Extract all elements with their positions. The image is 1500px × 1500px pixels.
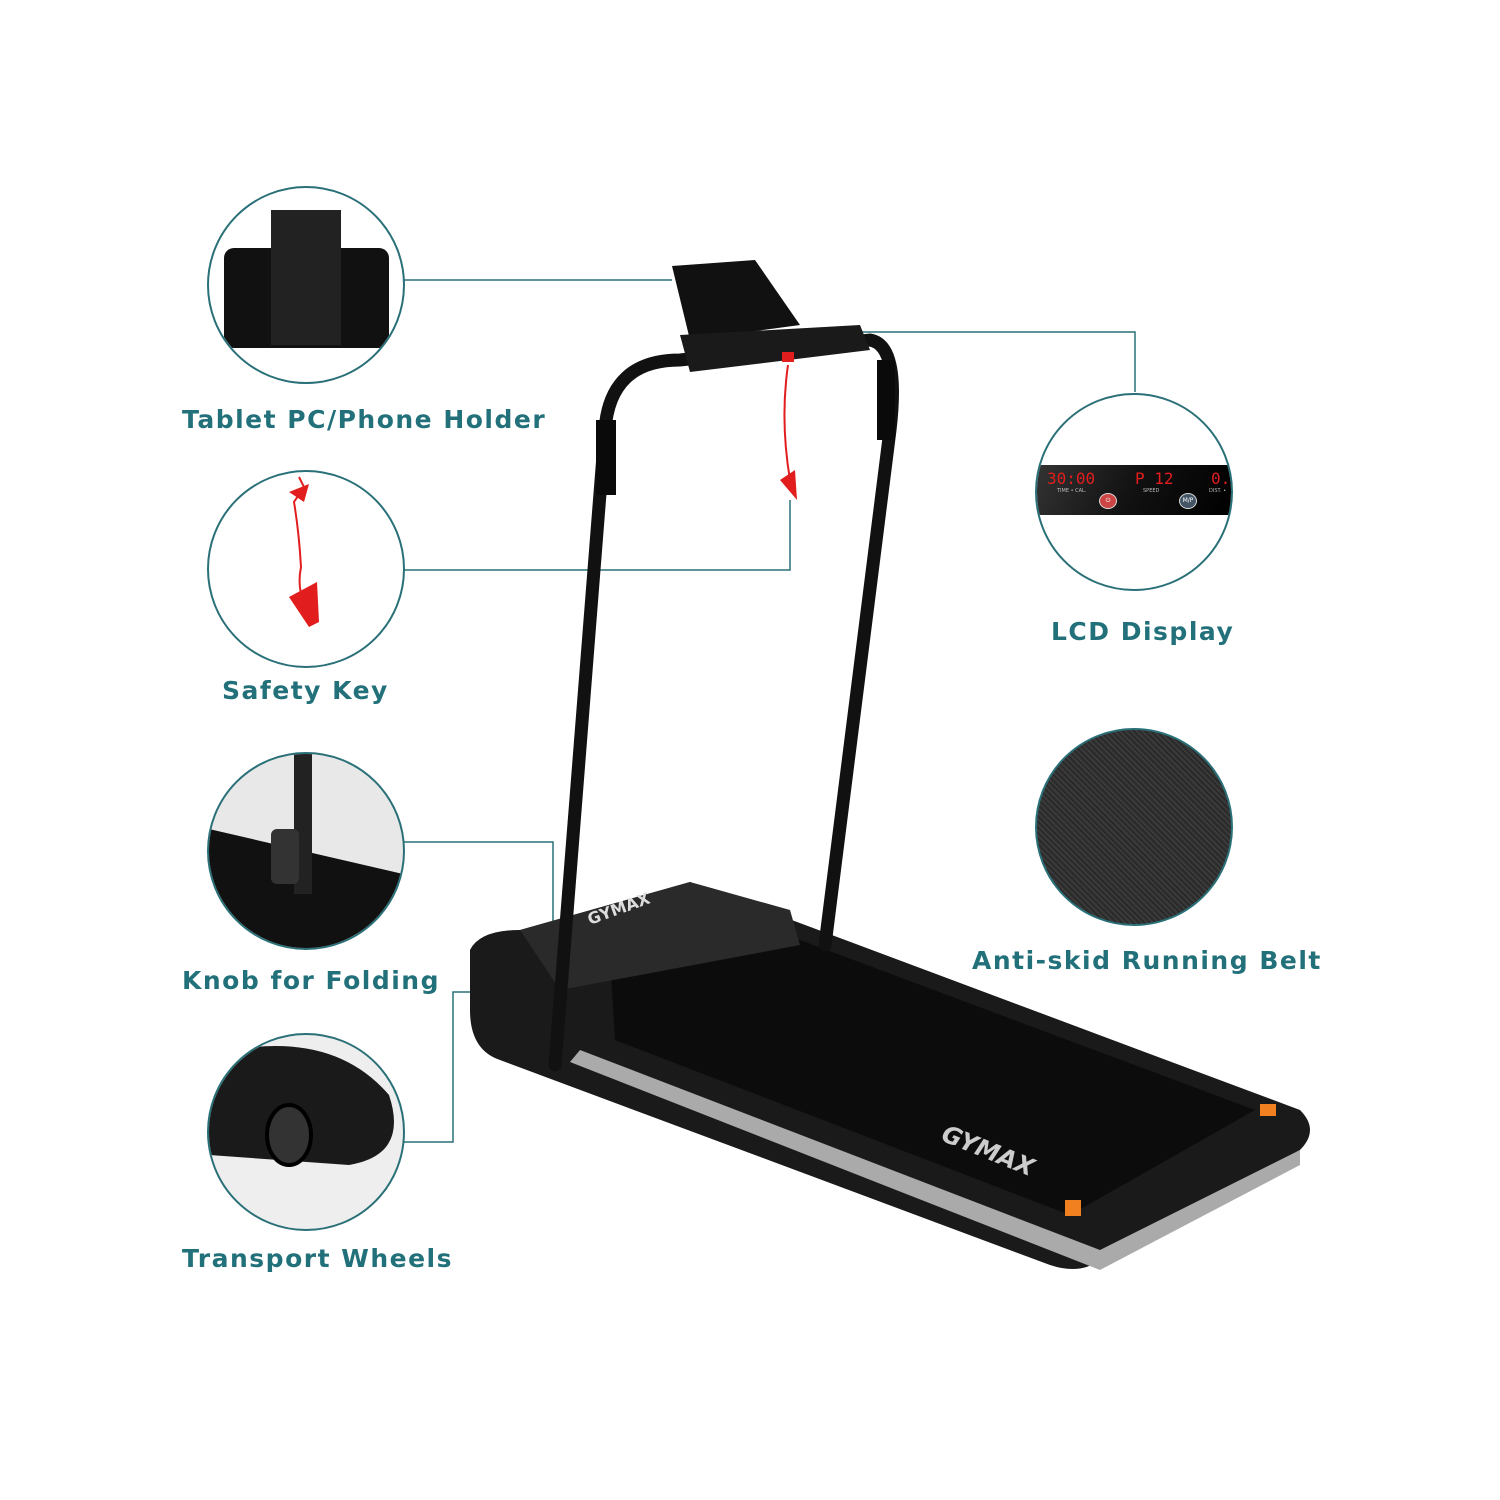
feature-circle-holder — [207, 186, 405, 384]
lcd-time: 30:00 — [1047, 469, 1096, 488]
feature-circle-lcd: 30:00 P 12 0.0 TIME • CAL. SPEED DIST. •… — [1035, 393, 1233, 591]
label-wheels: Transport Wheels — [182, 1244, 453, 1273]
phone-holder-icon — [224, 210, 389, 348]
label-safety-key: Safety Key — [222, 676, 389, 705]
feature-circle-belt — [1035, 728, 1233, 926]
label-belt: Anti-skid Running Belt — [972, 946, 1322, 975]
lcd-distance: 0.0 — [1211, 469, 1231, 488]
label-folding-knob: Knob for Folding — [182, 966, 440, 995]
mode-button: M/P — [1179, 493, 1197, 509]
power-button-icon: ⏻ — [1099, 493, 1117, 509]
lcd-display-icon: 30:00 P 12 0.0 TIME • CAL. SPEED DIST. •… — [1037, 465, 1231, 515]
feature-circle-wheels — [207, 1033, 405, 1231]
folding-knob-icon — [209, 754, 403, 948]
label-holder: Tablet PC/Phone Holder — [182, 405, 547, 434]
lcd-time-label: TIME • CAL. — [1057, 488, 1087, 494]
feature-circle-safety-key — [207, 470, 405, 668]
safety-key-icon — [289, 476, 319, 627]
transport-wheel-icon — [209, 1046, 394, 1167]
lcd-program: P 12 — [1135, 469, 1174, 488]
lcd-dist-label: DIST. • — [1209, 488, 1227, 494]
label-lcd: LCD Display — [1051, 617, 1235, 646]
lcd-speed-label: SPEED — [1143, 488, 1160, 494]
feature-circle-folding-knob — [207, 752, 405, 950]
